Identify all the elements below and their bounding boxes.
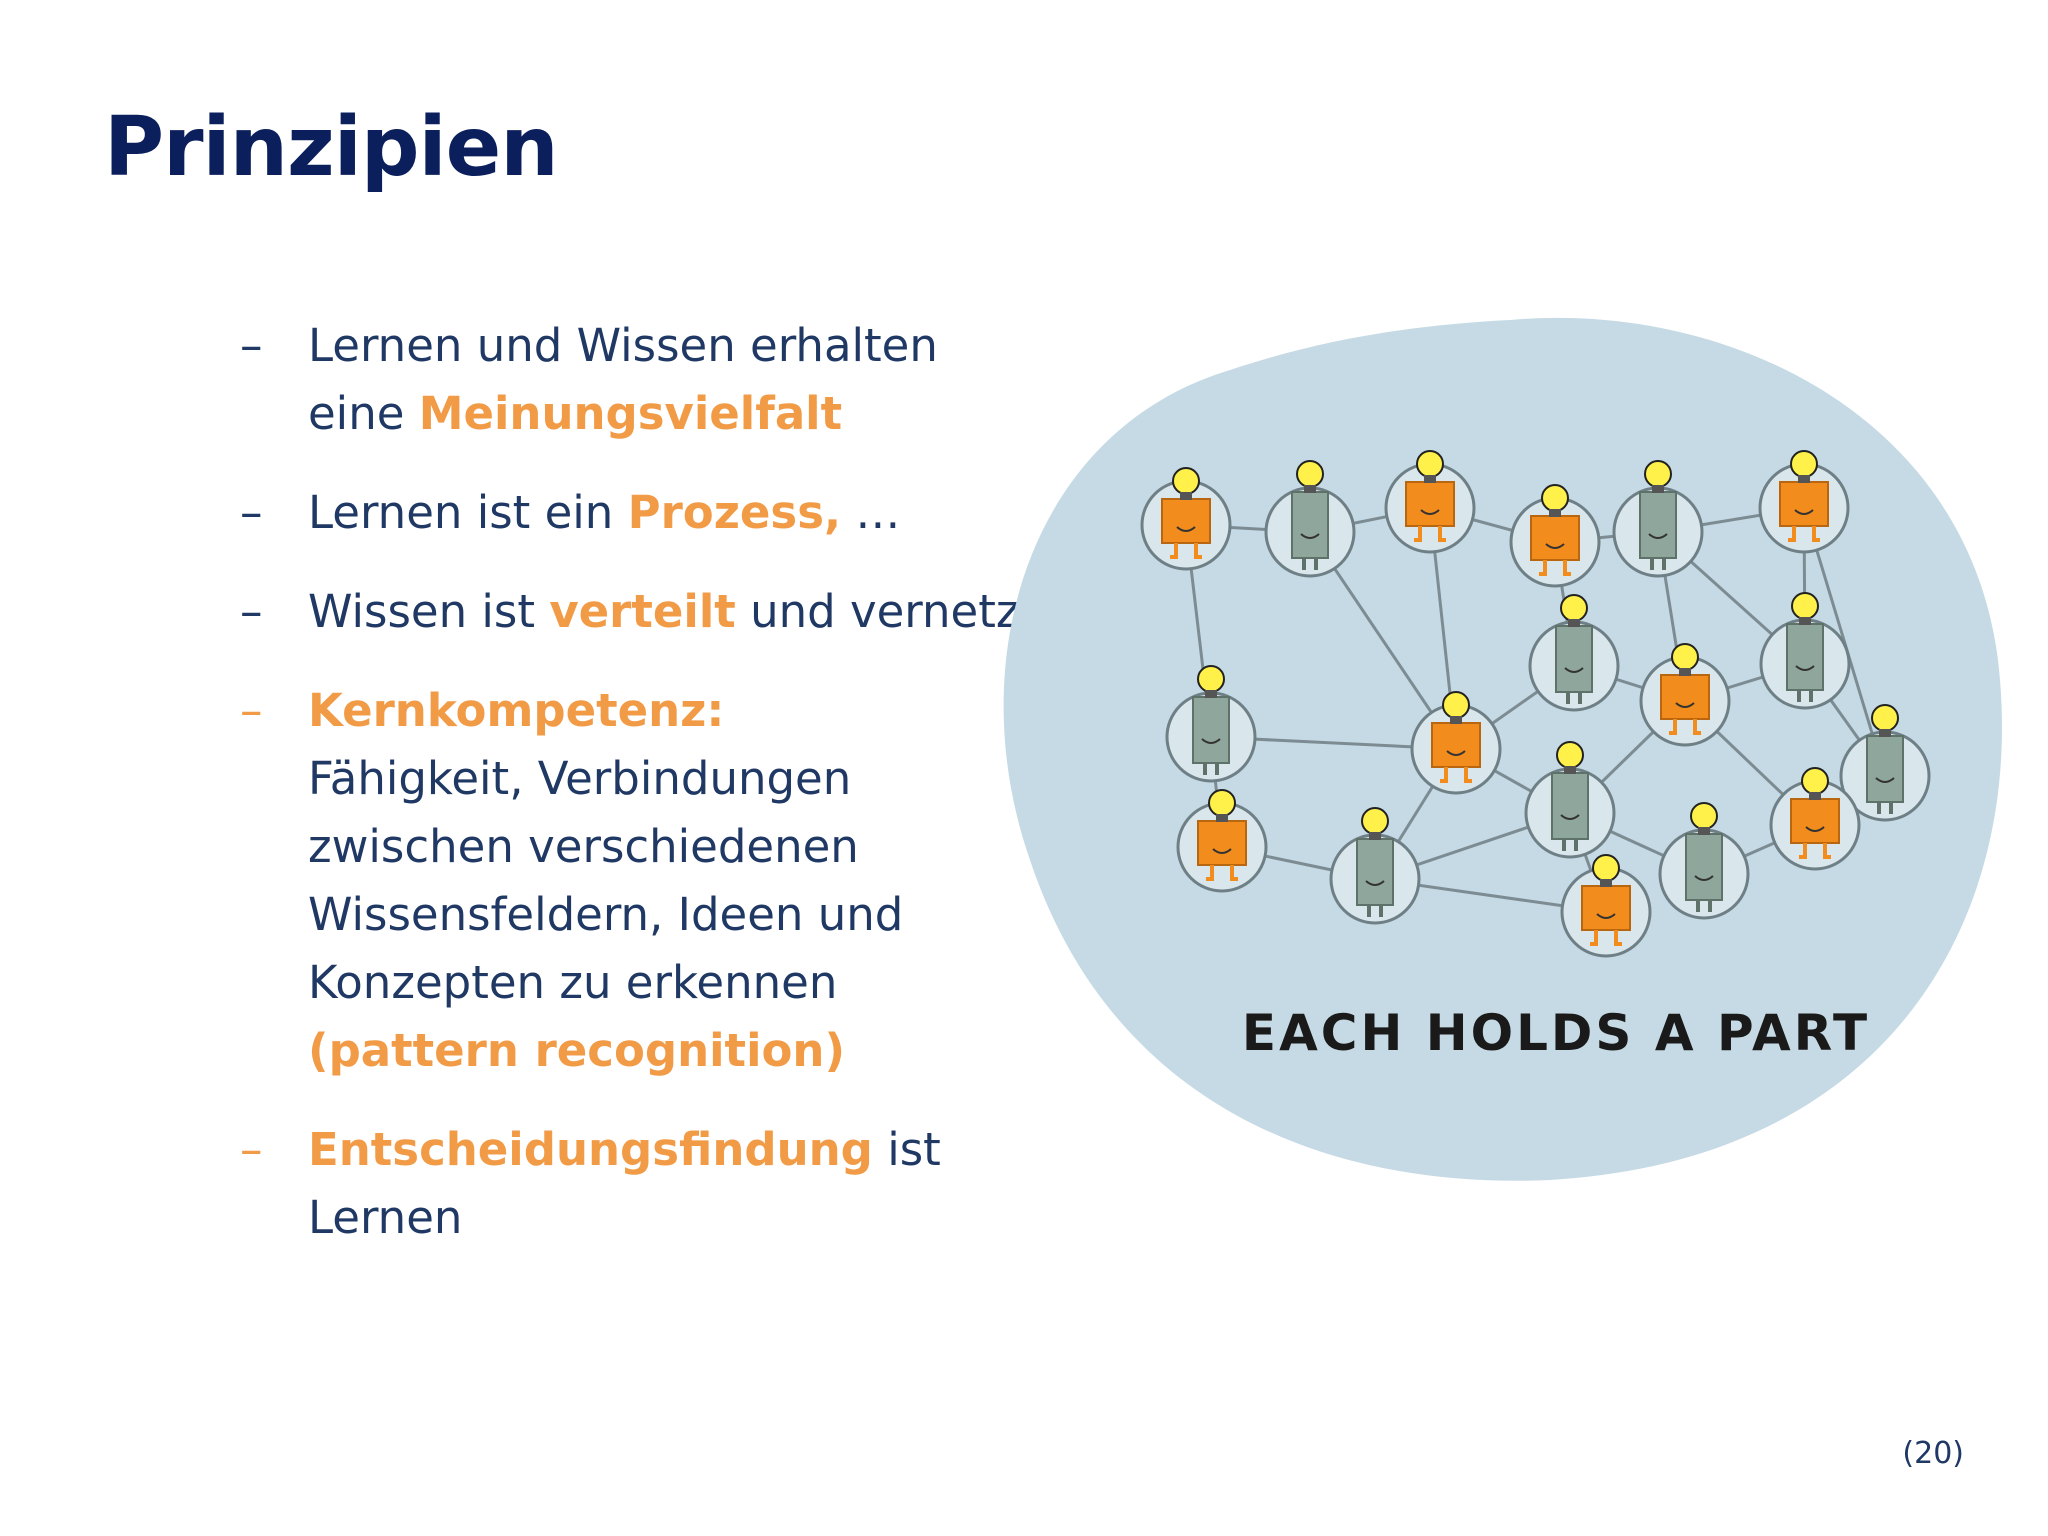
bullet-line: Wissensfeldern, Ideen und: [308, 888, 904, 941]
bullet-dash: –: [240, 319, 263, 372]
gray-person-node: [1524, 741, 1616, 859]
bullet-item: – Lernen und Wissen erhalten eine Meinun…: [240, 312, 1040, 448]
bullet-highlight: Entscheidungsfindung: [308, 1123, 873, 1176]
bullet-dash: –: [240, 684, 263, 737]
bullet-line: Konzepten zu erkennen: [308, 956, 838, 1009]
orange-person-node: [1769, 767, 1861, 871]
bullet-item: – Kernkompetenz: Fähigkeit, Verbindungen…: [240, 677, 1040, 1085]
orange-person-node: [1140, 467, 1232, 571]
gray-person-node: [1264, 460, 1356, 578]
orange-person-node: [1176, 789, 1268, 893]
bullet-text: Wissen ist: [308, 585, 550, 638]
slide-title: Prinzipien: [104, 100, 559, 195]
gray-person-node: [1658, 802, 1750, 920]
orange-person-node: [1758, 450, 1850, 554]
gray-person-node: [1759, 592, 1851, 710]
network-nodes: [1140, 450, 1931, 958]
gray-person-node: [1329, 807, 1421, 925]
orange-person-node: [1639, 643, 1731, 747]
bullet-heading: Kernkompetenz:: [308, 684, 725, 737]
bullet-list: – Lernen und Wissen erhalten eine Meinun…: [240, 312, 1040, 1283]
bullet-line: Fähigkeit, Verbindungen: [308, 752, 852, 805]
page-number: (20): [1902, 1436, 1964, 1471]
illustration-blob: [1003, 317, 2002, 1181]
bullet-dash: –: [240, 1123, 263, 1176]
bullet-emphasis: (pattern recognition): [308, 1024, 846, 1077]
bullet-dash: –: [240, 585, 263, 638]
bullet-line: zwischen verschiedenen: [308, 820, 859, 873]
orange-person-node: [1509, 484, 1601, 588]
illustration-caption: EACH HOLDS A PART: [1242, 1004, 1870, 1062]
bullet-item: – Wissen ist verteilt und vernetzt: [240, 578, 1040, 646]
bullet-item: – Lernen ist ein Prozess, …: [240, 479, 1040, 547]
orange-person-node: [1384, 450, 1476, 554]
gray-person-node: [1839, 704, 1931, 822]
orange-person-node: [1560, 854, 1652, 958]
gray-person-node: [1528, 594, 1620, 712]
bullet-text-tail: ist Lernen: [308, 1123, 941, 1244]
orange-person-node: [1410, 691, 1502, 795]
bullet-text: Lernen und Wissen erhalten eine: [308, 319, 938, 440]
bullet-text: Lernen ist ein: [308, 486, 628, 539]
gray-person-node: [1165, 665, 1257, 783]
network-illustration: EACH HOLDS A PART: [1003, 317, 2002, 1181]
bullet-dash: –: [240, 486, 263, 539]
bullet-highlight: verteilt: [549, 585, 736, 638]
bullet-text-tail: …: [841, 486, 901, 539]
bullet-item: – Entscheidungsfindung ist Lernen: [240, 1116, 1040, 1252]
bullet-text-tail: und vernetzt: [735, 585, 1038, 638]
bullet-highlight: Prozess,: [627, 486, 842, 539]
bullet-highlight: Meinungsvielfalt: [418, 387, 843, 440]
gray-person-node: [1612, 460, 1704, 578]
